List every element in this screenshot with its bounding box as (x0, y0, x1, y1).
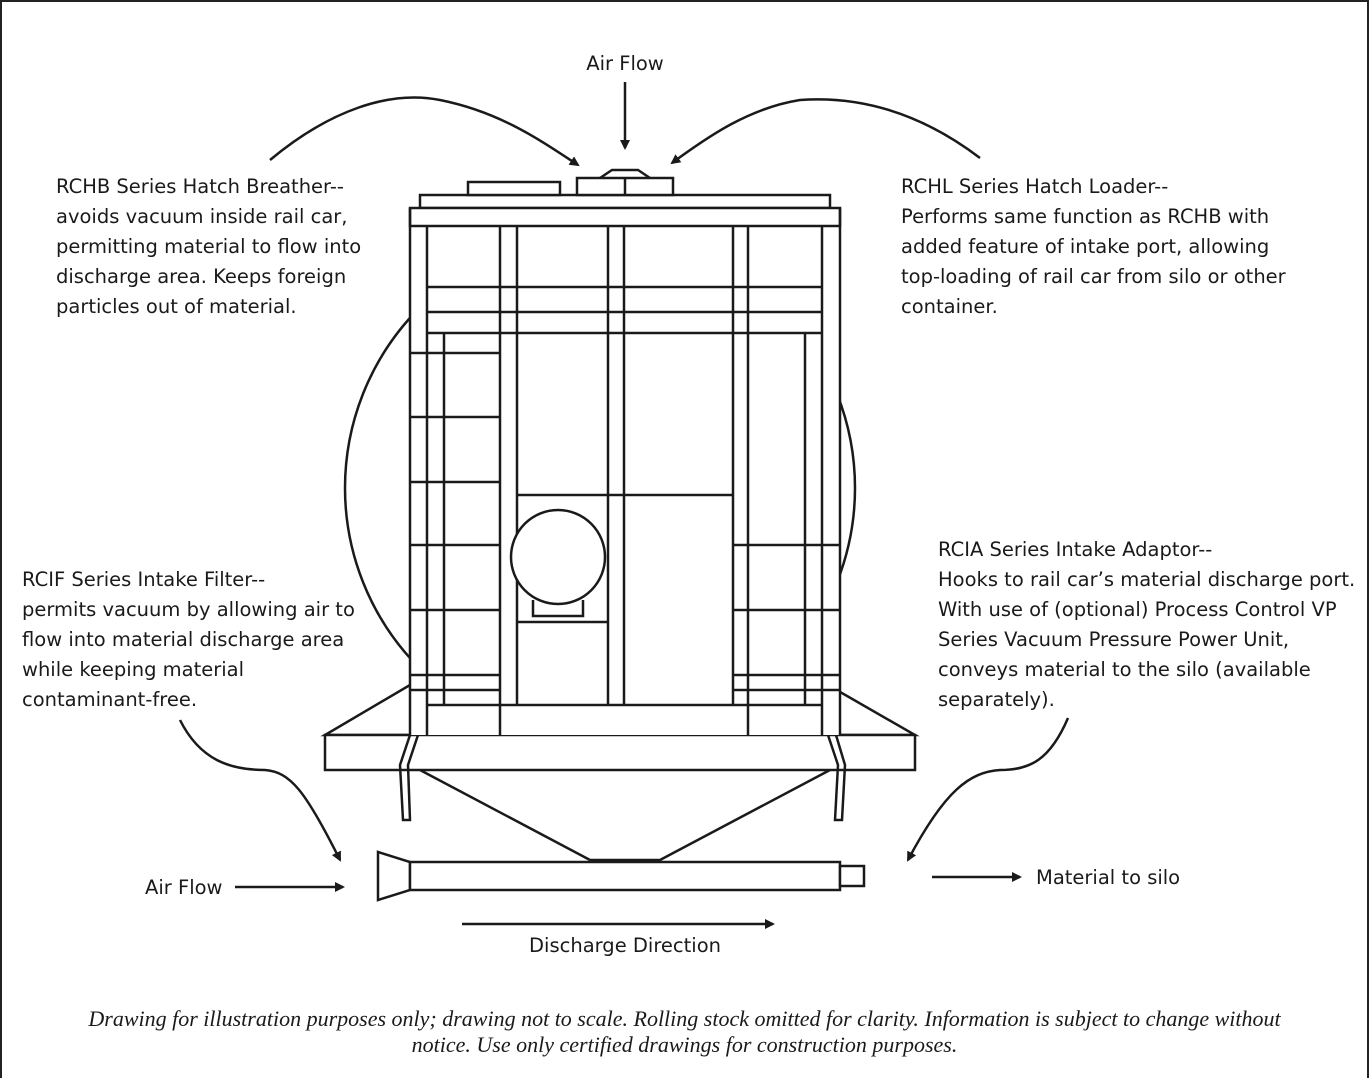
left-leg (398, 734, 420, 822)
rcia-callout: RCIA Series Intake Adaptor-- Hooks to ra… (938, 538, 1356, 711)
discharge-port-saddle (531, 600, 585, 618)
base-deck (323, 733, 917, 772)
hopper-chute (419, 768, 831, 862)
rcif-callout: RCIF Series Intake Filter-- permits vacu… (22, 568, 355, 711)
material-to-silo-label: Material to silo (1036, 866, 1180, 889)
rcia-leader (906, 717, 1070, 862)
car-frame (408, 193, 842, 735)
intake-adaptor (838, 864, 866, 888)
rchl-callout: RCHL Series Hatch Loader-- Performs same… (901, 175, 1286, 318)
hatch-breather-cap (599, 168, 651, 180)
discharge-pipe (408, 860, 842, 892)
rchb-callout: RCHB Series Hatch Breather-- avoids vacu… (56, 175, 362, 318)
discharge-port (509, 508, 607, 606)
air-flow-top-label: Air Flow (586, 52, 664, 75)
intake-filter (376, 850, 412, 902)
air-flow-left-label: Air Flow (145, 876, 223, 899)
rchb-leader (269, 96, 580, 167)
hatch-cover-left (466, 180, 562, 197)
rchl-leader (670, 98, 981, 165)
right-leg (826, 734, 847, 822)
discharge-direction-label: Discharge Direction (529, 934, 721, 957)
rcif-leader (178, 719, 342, 862)
disclaimer-caption: Drawing for illustration purposes only; … (88, 1006, 1281, 1057)
